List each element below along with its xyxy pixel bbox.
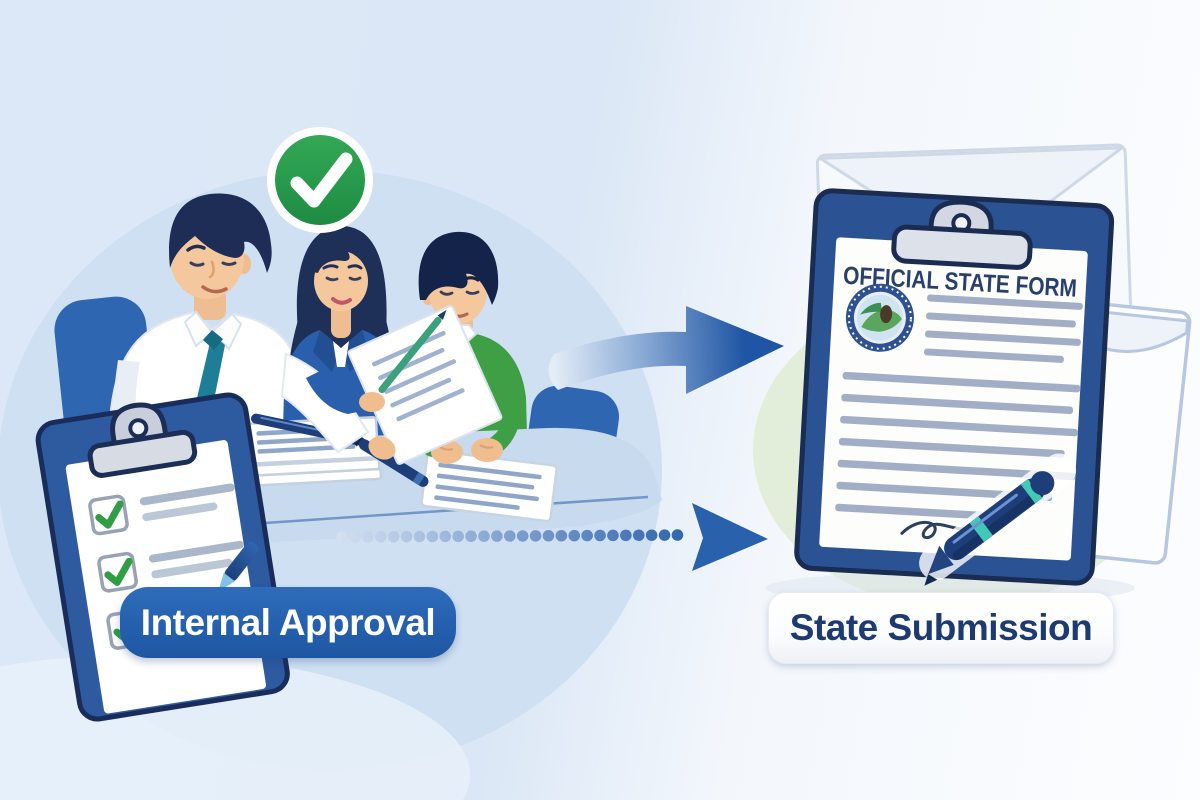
arrow-right-icon: [548, 306, 784, 394]
internal-approval-label: Internal Approval: [140, 601, 436, 643]
dotted-arrow-right-icon: [336, 503, 768, 571]
woman-arm-with-pen: [306, 309, 447, 414]
seal-icon: [845, 283, 914, 352]
clip-bar: [891, 224, 1033, 270]
form-short-lines: [924, 294, 1083, 363]
single-sheet: [420, 449, 558, 523]
fountain-pen-icon: [919, 453, 1077, 586]
pen-behind-badge: [218, 541, 259, 592]
state-submission-label: State Submission: [789, 607, 1093, 648]
hair: [418, 231, 499, 305]
held-document: [347, 305, 503, 465]
hair: [312, 230, 372, 273]
form-long-lines: [835, 371, 1081, 520]
checklist-clipboard: [35, 392, 290, 722]
pen-icon: [378, 309, 447, 394]
checkbox-checked-icon: [95, 500, 124, 529]
clip-bar: [87, 429, 198, 478]
state-submission-badge: State Submission: [768, 592, 1114, 664]
check-circle-icon: [267, 127, 373, 233]
checklist-row-2: [97, 540, 244, 593]
internal-approval-badge: Internal Approval: [120, 587, 456, 658]
checklist-row-1: [88, 483, 235, 536]
state-form-clipboard: OFFICIAL STATE FORM: [794, 188, 1115, 586]
hand-holding-paper: [368, 436, 396, 460]
checkbox-checked-icon: [104, 557, 133, 586]
white-shirt-arm: [280, 352, 370, 454]
hair: [169, 193, 272, 273]
